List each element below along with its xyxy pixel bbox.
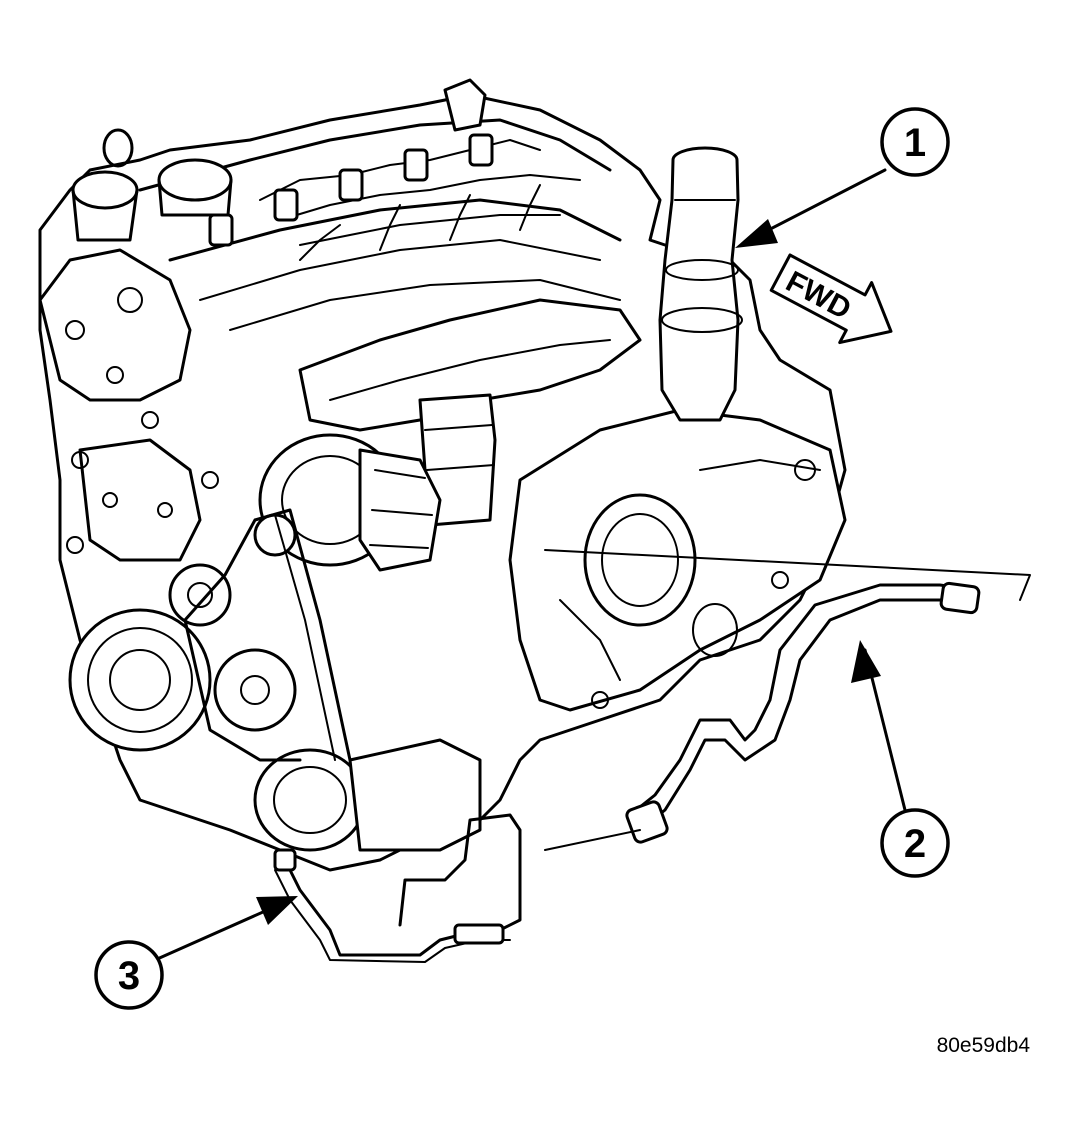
accessory-drive bbox=[68, 508, 482, 852]
coolant-tube bbox=[273, 813, 522, 963]
filler-neck bbox=[658, 146, 743, 422]
callout-3: 3 bbox=[94, 896, 298, 1010]
callout-3-label: 3 bbox=[118, 954, 140, 998]
fwd-arrow: FWD bbox=[769, 253, 893, 345]
callout-2: 2 bbox=[851, 640, 950, 878]
callout-1: 1 bbox=[735, 107, 950, 248]
callout-1-label: 1 bbox=[904, 121, 926, 165]
callout-2-label: 2 bbox=[904, 822, 926, 866]
figure-code: 80e59db4 bbox=[937, 1034, 1031, 1057]
hose bbox=[544, 549, 1031, 851]
transmission-bellhousing bbox=[508, 408, 847, 712]
